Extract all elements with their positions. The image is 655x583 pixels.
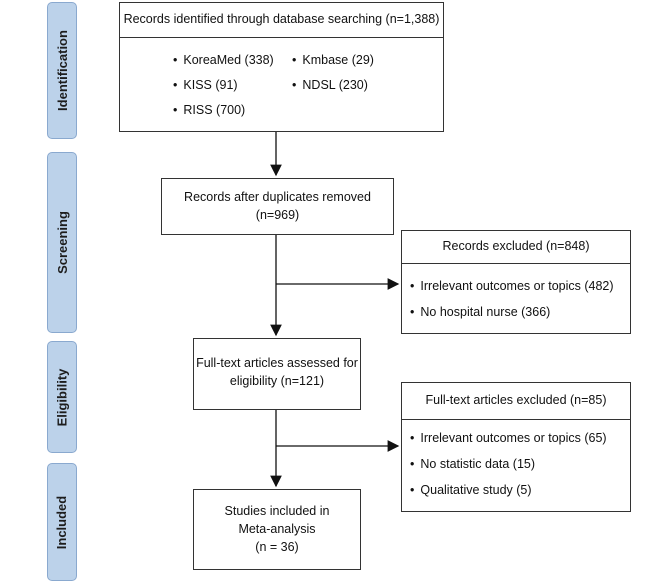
source-ndsl: NDSL (230) bbox=[292, 76, 368, 94]
included-line2: Meta-analysis bbox=[238, 522, 316, 536]
fulltext-excluded-box: Full-text articles excluded (n=85) Irrel… bbox=[401, 382, 631, 512]
records-excluded-title: Records excluded (n=848) bbox=[402, 231, 630, 264]
source-koreamed: KoreaMed (338) bbox=[173, 51, 273, 69]
deduplicated-box: Records after duplicates removed (n=969) bbox=[161, 178, 394, 235]
stage-included: Included bbox=[47, 463, 77, 581]
included-line3: (n = 36) bbox=[255, 540, 299, 554]
stage-screening: Screening bbox=[47, 152, 77, 333]
fulltext-excluded-reason: Qualitative study (5) bbox=[410, 481, 531, 499]
source-kiss: KISS (91) bbox=[173, 76, 237, 94]
fulltext-excluded-title: Full-text articles excluded (n=85) bbox=[402, 383, 630, 420]
source-kmbase: Kmbase (29) bbox=[292, 51, 374, 69]
identified-title: Records identified through database sear… bbox=[120, 3, 443, 38]
fulltext-box: Full-text articles assessed for eligibil… bbox=[193, 338, 361, 410]
deduplicated-line1: Records after duplicates removed bbox=[184, 190, 371, 204]
fulltext-excluded-reason: No statistic data (15) bbox=[410, 455, 535, 473]
fulltext-line2: eligibility (n=121) bbox=[229, 374, 325, 388]
records-excluded-reason: No hospital nurse (366) bbox=[410, 303, 550, 321]
records-excluded-reason: Irrelevant outcomes or topics (482) bbox=[410, 277, 613, 295]
included-box: Studies included in Meta-analysis (n = 3… bbox=[193, 489, 361, 570]
stage-identification: Identification bbox=[47, 2, 77, 139]
stage-eligibility: Eligibility bbox=[47, 341, 77, 453]
fulltext-excluded-reason: Irrelevant outcomes or topics (65) bbox=[410, 429, 606, 447]
source-riss: RISS (700) bbox=[173, 101, 245, 119]
records-excluded-box: Records excluded (n=848) Irrelevant outc… bbox=[401, 230, 631, 334]
deduplicated-line2: (n=969) bbox=[255, 208, 300, 222]
included-line1: Studies included in bbox=[224, 504, 330, 518]
fulltext-line1: Full-text articles assessed for bbox=[196, 356, 358, 370]
identified-box: Records identified through database sear… bbox=[119, 2, 444, 132]
